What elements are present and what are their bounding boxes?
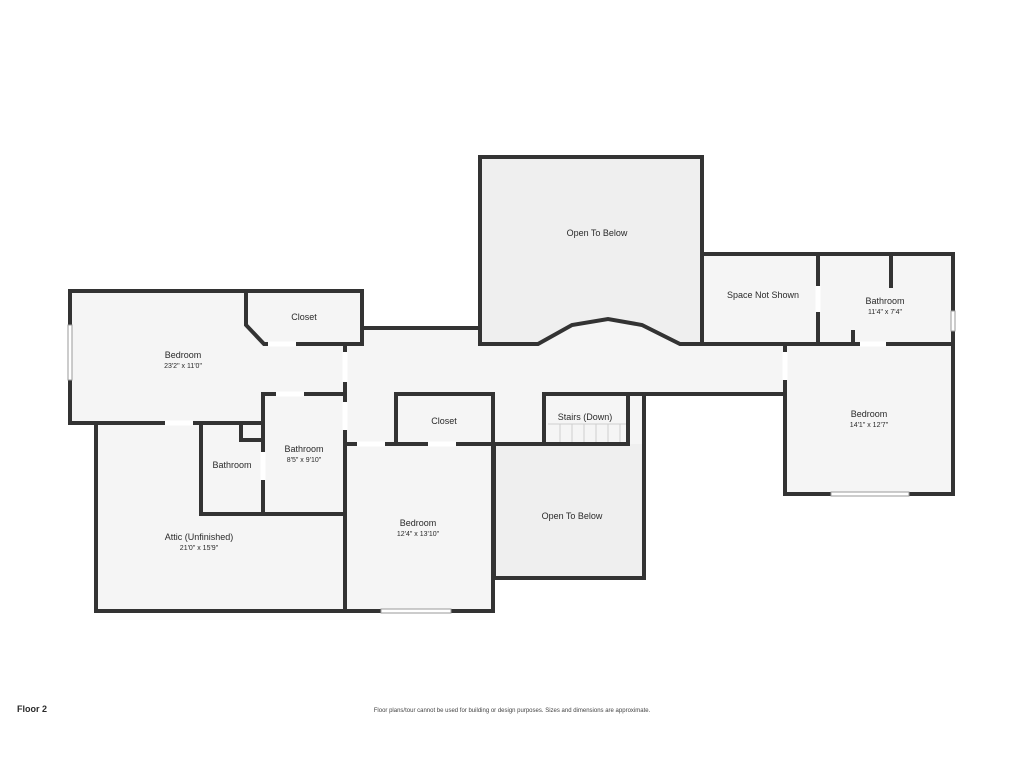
door-gaps bbox=[165, 286, 886, 480]
open-to-below-top-floor bbox=[480, 157, 702, 344]
bedroom-center-floor bbox=[345, 444, 493, 611]
hallway-floor bbox=[345, 319, 784, 444]
bathroom-center-dims: 8'5" x 9'10" bbox=[287, 457, 322, 464]
space-not-shown-floor bbox=[703, 254, 953, 344]
bedroom-right-floor bbox=[785, 344, 953, 494]
bedroom-right-label: Bedroom bbox=[851, 409, 888, 419]
floor-label: Floor 2 bbox=[17, 704, 48, 714]
closet-center-label: Closet bbox=[431, 416, 457, 426]
attic-dims: 21'0" x 15'9" bbox=[180, 545, 219, 552]
bathroom-small-label: Bathroom bbox=[212, 460, 251, 470]
window bbox=[950, 310, 956, 332]
stair-treads bbox=[548, 423, 628, 444]
bedroom-left-label: Bedroom bbox=[165, 350, 202, 360]
open-to-below-bottom-floor bbox=[494, 444, 644, 578]
window bbox=[67, 324, 73, 381]
open-to-below-bottom-label: Open To Below bbox=[542, 511, 603, 521]
attic-label: Attic (Unfinished) bbox=[165, 532, 234, 542]
window bbox=[380, 608, 452, 614]
window bbox=[830, 491, 910, 497]
bathroom-center-label: Bathroom bbox=[284, 444, 323, 454]
stairs-label: Stairs (Down) bbox=[558, 412, 613, 422]
bedroom-right-dims: 14'1" x 12'7" bbox=[850, 422, 889, 429]
bathroom-right-dims: 11'4" x 7'4" bbox=[868, 309, 902, 316]
disclaimer-text: Floor plans/tour cannot be used for buil… bbox=[373, 708, 651, 714]
bedroom-center-label: Bedroom bbox=[400, 518, 437, 528]
room-labels: Open To Below Space Not Shown Bathroom 1… bbox=[164, 228, 904, 552]
walls bbox=[68, 155, 955, 613]
bathroom-center-floor bbox=[201, 395, 345, 514]
bathroom-right-label: Bathroom bbox=[865, 296, 904, 306]
closet-center-floor bbox=[396, 394, 493, 444]
open-to-below-top-label: Open To Below bbox=[567, 228, 628, 238]
floor-fills bbox=[70, 157, 953, 611]
bedroom-center-dims: 12'4" x 13'10" bbox=[397, 531, 440, 538]
windows bbox=[67, 310, 956, 614]
closet-top-left-label: Closet bbox=[291, 312, 317, 322]
bedroom-left-dims: 23'2" x 11'0" bbox=[164, 363, 202, 370]
space-not-shown-label: Space Not Shown bbox=[727, 290, 799, 300]
